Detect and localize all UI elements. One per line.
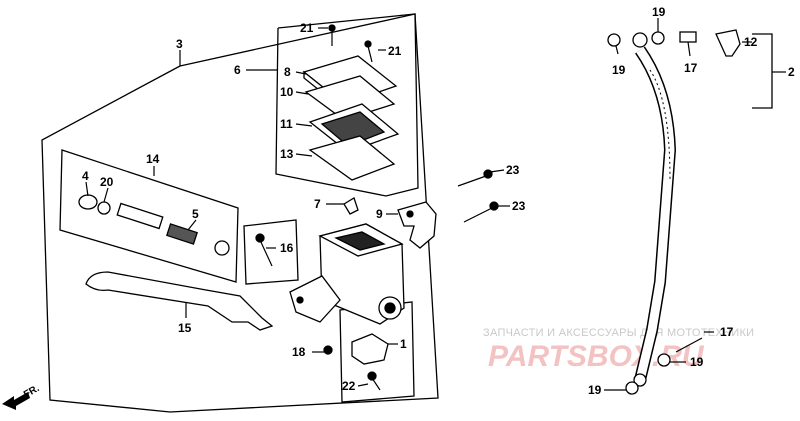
callout-14: 14 xyxy=(146,152,160,166)
front-direction-indicator: FR. xyxy=(2,383,42,410)
callout-12: 12 xyxy=(744,35,758,49)
sealing-washer-a xyxy=(607,33,621,47)
sealing-washer-d xyxy=(657,353,671,367)
direction-label: FR. xyxy=(22,383,42,401)
callout-21-mid: 21 xyxy=(388,44,402,58)
ear-hole xyxy=(296,296,304,304)
holder-bolt-hole xyxy=(406,210,414,218)
callout-1: 1 xyxy=(400,337,407,351)
callout-8: 8 xyxy=(284,65,291,79)
callout-19-upper-right: 19 xyxy=(652,5,666,19)
oil-bolt-lower xyxy=(675,337,703,353)
cap-screw-a-head xyxy=(328,24,336,32)
callout-23-lower: 23 xyxy=(512,199,526,213)
callout-19-lower-right: 19 xyxy=(690,355,704,369)
watermark-logo: PARTSBOX.RU xyxy=(488,340,705,373)
callout-2: 2 xyxy=(788,65,795,79)
piston xyxy=(116,202,164,230)
piston-kit-outline-14 xyxy=(59,149,239,283)
callout-labels: 3 6 8 10 11 13 21 21 14 4 20 5 15 16 7 9… xyxy=(82,5,795,397)
callout-16: 16 xyxy=(280,241,294,255)
callout-15: 15 xyxy=(178,321,192,335)
callout-9: 9 xyxy=(376,207,383,221)
handlebar-holder xyxy=(397,201,437,249)
callout-5: 5 xyxy=(192,207,199,221)
pivot-bolt xyxy=(259,239,273,267)
callout-21-top: 21 xyxy=(300,21,314,35)
brake-lever xyxy=(85,271,274,331)
pivot-bolt-outline xyxy=(243,219,299,285)
reservoir-outline-6 xyxy=(275,13,419,197)
sealing-washer-b xyxy=(651,31,665,45)
holder-bolt-upper-head xyxy=(483,169,493,179)
callout-18: 18 xyxy=(292,345,306,359)
boot xyxy=(78,194,98,210)
callout-17-upper: 17 xyxy=(684,61,698,75)
front-stop-switch xyxy=(351,333,389,365)
sealing-washer-c xyxy=(625,381,639,395)
spring xyxy=(166,223,198,245)
arrow-icon xyxy=(2,392,30,410)
brake-hose-fill xyxy=(635,47,675,382)
callout-3: 3 xyxy=(176,37,183,51)
set-plate xyxy=(304,75,396,121)
cap-screw-b-head xyxy=(364,40,372,48)
callout-22: 22 xyxy=(342,379,356,393)
callout-4: 4 xyxy=(82,169,89,183)
diaphragm-plate xyxy=(308,135,396,181)
cylinder-bore-inner xyxy=(384,302,396,314)
diaphragm-ribs xyxy=(320,111,386,147)
holder-bolt-lower xyxy=(463,207,493,223)
callout-7: 7 xyxy=(314,197,321,211)
hose-lower-eye xyxy=(633,373,647,387)
hose-bracket-2 xyxy=(752,33,773,109)
callout-11: 11 xyxy=(280,117,293,131)
callout-17-lower: 17 xyxy=(720,325,734,339)
snap-ring xyxy=(97,201,111,215)
leader-lines xyxy=(85,18,786,391)
hose-upper-eye xyxy=(632,32,648,48)
switch-screw xyxy=(323,345,333,355)
callout-23-upper: 23 xyxy=(506,163,520,177)
callout-20: 20 xyxy=(100,175,114,189)
reservoir-opening xyxy=(334,231,386,251)
switch-screw-22-head xyxy=(367,371,377,381)
callout-6: 6 xyxy=(234,63,241,77)
boot-clip xyxy=(343,197,359,215)
cap-screw-b xyxy=(367,45,373,63)
hose-joint-12 xyxy=(715,29,741,57)
callout-10: 10 xyxy=(280,85,294,99)
piston-cup xyxy=(214,240,230,256)
callout-19-lower-left: 19 xyxy=(588,383,602,397)
callout-13: 13 xyxy=(280,147,294,161)
oil-bolt-upper xyxy=(679,31,697,43)
callout-19-upper-left: 19 xyxy=(612,63,626,77)
hose-protector-ribs xyxy=(649,69,671,181)
watermark-caption: ЗАПЧАСТИ И АКСЕССУАРЫ ДЛЯ МОТОТЕХНИКИ xyxy=(483,327,754,339)
pivot-bolt-head xyxy=(255,233,265,243)
lever-mount-ear xyxy=(289,275,341,323)
holder-bolt-upper xyxy=(457,175,487,187)
